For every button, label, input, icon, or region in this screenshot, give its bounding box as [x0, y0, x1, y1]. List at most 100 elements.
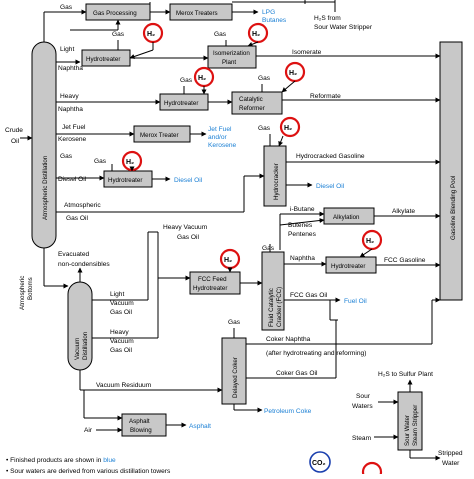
sour-water-label: Sour Water: [404, 415, 411, 446]
gas-label-2: Gas: [112, 31, 125, 38]
vacuum-residuum-label: Vacuum Residuum: [96, 382, 152, 389]
fcc-gasoline-label: FCC Gasoline: [384, 257, 426, 264]
light-label-2: Light: [110, 291, 124, 298]
fuel-oil-label: Fuel Oil: [344, 298, 367, 305]
sour-label: Sour: [356, 393, 371, 400]
jet-fuel-label: Jet Fuel: [62, 124, 86, 131]
non-condensibles-label: non-condensibles: [58, 261, 110, 268]
atmospheric-bottoms-label-1: Atmospheric: [19, 276, 26, 310]
gas-label-8: Gas: [258, 125, 271, 132]
coker-naphtha-label: Coker Naphtha: [266, 336, 311, 343]
gas-top-label: Gas: [60, 4, 73, 11]
gas-oil-label-2: Gas Oil: [177, 234, 200, 241]
h2-label-7: H₂: [366, 238, 374, 245]
hydrocracked-gasoline-label: Hydrocracked Gasoline: [296, 153, 365, 160]
waters-label: Waters: [352, 403, 373, 410]
isomerate-label: Isomerate: [292, 49, 322, 56]
fcc-feed-label: FCC Feed: [198, 276, 227, 283]
merox-treater-box: Merox Treater: [133, 125, 191, 143]
h2-label-1: H₂: [147, 31, 155, 38]
hydrotreater-2-box: Hydrotreater: [159, 93, 209, 111]
naphtha-label-2: Naphtha: [58, 106, 83, 113]
h2-icon-9: [361, 461, 383, 479]
butanes-label: Butanes: [262, 17, 287, 24]
h2-label-8: H₂: [224, 257, 232, 264]
gas-label-10: Gas: [228, 319, 241, 326]
catalytic-label: Catalytic: [239, 96, 263, 103]
vacuum-label: Vacuum: [74, 338, 81, 360]
delayed-coker-box: Delayed Coker: [221, 337, 247, 405]
heavy-vacuum-label: Heavy Vacuum: [163, 224, 208, 231]
atmospheric-label: Atmospheric: [64, 202, 101, 209]
crude-label: Crude: [5, 127, 23, 134]
cracker-fcc-label: Cracker (FCC): [276, 287, 283, 327]
gas-processing-box: Gas Processing: [85, 3, 151, 21]
gasoline-blending-pool-label: Gasoline Blending Pool: [450, 176, 457, 240]
vacuum-label-2: Vacuum: [110, 300, 134, 307]
sour-water-stripper-box: Sour Water Steam Stripper: [397, 391, 423, 451]
plant-label: Plant: [222, 59, 236, 66]
blowing-label: Blowing: [130, 427, 152, 434]
gas-label-9: Gas: [262, 245, 275, 252]
jet-fuel-blue-label: Jet Fuel: [208, 126, 232, 133]
heavy-label-2: Heavy: [110, 329, 129, 336]
and-or-blue-label: and/or: [208, 134, 228, 141]
light-label: Light: [60, 46, 74, 53]
pentenes-label: Pentenes: [288, 231, 317, 238]
alkylation-box: Alkylation: [323, 207, 375, 225]
gas-label-3: Gas: [214, 31, 227, 38]
note-finished-products: • Finished products are shown in blue: [6, 457, 116, 464]
merox-treaters-box: Merox Treaters: [169, 3, 233, 21]
h2-label-5: H₂: [126, 159, 134, 166]
diesel-oil-in-label: Diesel Oil: [58, 176, 87, 183]
bottoms-label: Bottoms: [27, 277, 34, 300]
asphalt-blowing-box: Asphalt Blowing: [121, 413, 167, 437]
reformer-label: Reformer: [239, 105, 265, 112]
h2-label-6: H₂: [284, 125, 292, 132]
hydrotreater-4-label: Hydrotreater: [193, 285, 227, 292]
gas-label-4: Gas: [180, 77, 193, 84]
hydrotreater-5-label: Hydrotreater: [331, 263, 365, 270]
gas-label-5: Gas: [258, 75, 271, 82]
delayed-coker-label: Delayed Coker: [232, 357, 239, 398]
asphalt-box-label: Asphalt: [129, 418, 150, 425]
h2-label-4: H₂: [289, 70, 297, 77]
vacuum-distillation-column: Vacuum Distillation: [67, 281, 93, 371]
hydrocracker-label: Hydrocracker: [273, 163, 280, 200]
hydrotreater-2-label: Hydrotreater: [164, 100, 198, 107]
fcc-box: Fluid Catalytic Cracker (FCC): [261, 251, 285, 331]
atmospheric-distillation-label: Atmospheric Distillation: [42, 155, 49, 220]
isomerization-label: Isomerization: [213, 50, 250, 57]
water-label: Water: [442, 460, 460, 467]
alkylation-label: Alkylation: [333, 214, 360, 221]
hydrotreater-5-box: Hydrotreater: [325, 256, 377, 274]
naphtha-label-3: Naphtha: [290, 255, 315, 262]
evacuated-label: Evacuated: [58, 251, 89, 258]
coker-gas-oil-label: Coker Gas Oil: [276, 370, 318, 377]
diesel-oil-blue-label-2: Diesel Oil: [316, 183, 345, 190]
catalytic-reformer-box: Catalytic Reformer: [231, 91, 283, 115]
co2-label: CO₂: [312, 460, 326, 467]
steam-stripper-label: Steam Stripper: [412, 405, 419, 446]
gas-oil-label-1: Gas Oil: [66, 215, 89, 222]
after-hydrotreating-label: (after hydrotreating and reforming): [266, 350, 366, 357]
h2s-from-label: H₂S from: [314, 15, 341, 22]
gas-label-6: Gas: [60, 153, 73, 160]
gasoline-blending-pool-box: Gasoline Blending Pool: [439, 41, 463, 301]
butenes-label: Butenes: [288, 222, 313, 229]
alkylate-label: Alkylate: [392, 208, 415, 215]
isomerization-plant-box: Isomerization Plant: [207, 45, 257, 69]
steam-label: Steam: [352, 435, 372, 442]
merox-treater-label: Merox Treater: [140, 132, 179, 139]
lpg-label: LPG: [262, 9, 275, 16]
air-label: Air: [84, 427, 93, 434]
hydrotreater-1-label: Hydrotreater: [86, 56, 120, 63]
reformate-label: Reformate: [310, 93, 341, 100]
asphalt-label: Asphalt: [189, 423, 211, 430]
naphtha-label-1: Naphtha: [58, 65, 83, 72]
hydrotreater-1-box: Hydrotreater: [81, 49, 131, 67]
h2-label-2: H₂: [252, 31, 260, 38]
fluid-catalytic-label: Fluid Catalytic: [268, 288, 275, 327]
petroleum-coke-label: Petroleum Coke: [264, 408, 312, 415]
